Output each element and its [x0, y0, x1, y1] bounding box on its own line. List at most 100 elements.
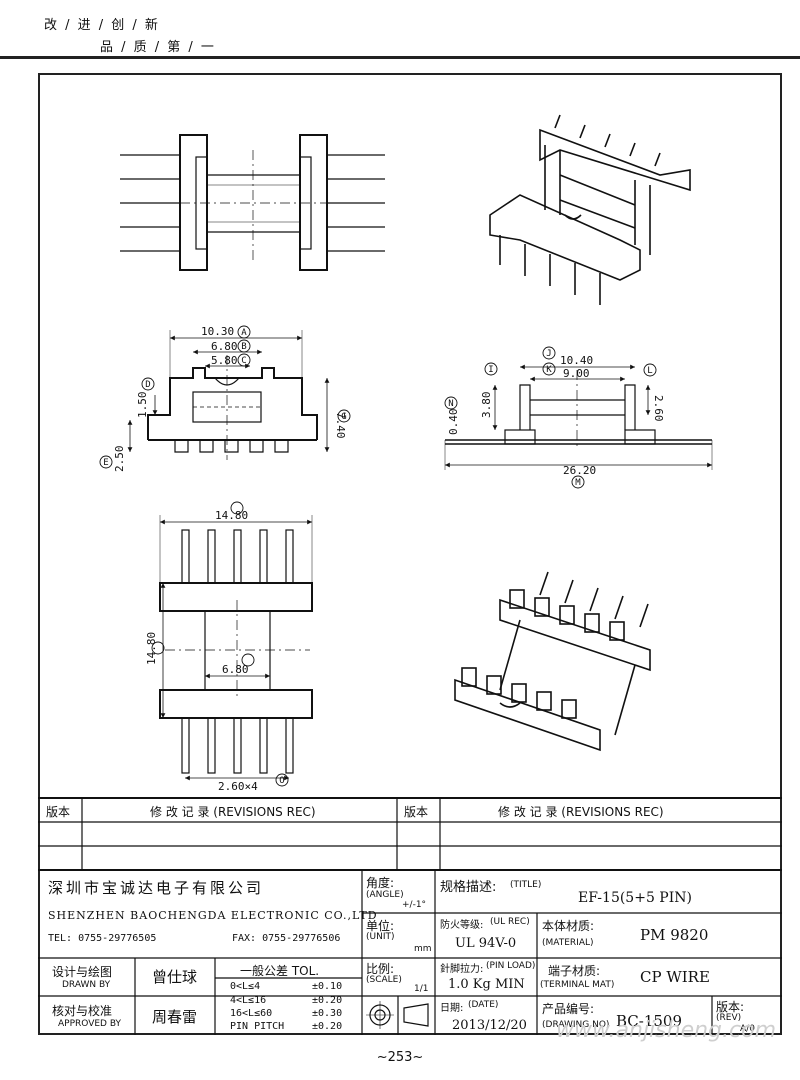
angle-label: 角度: [366, 876, 395, 890]
rev-col-record-left: 修 改 记 录 (REVISIONS REC) [150, 805, 316, 819]
marker-l: L [647, 366, 652, 376]
unit-label-en: (UNIT) [366, 932, 395, 942]
dim-b: 6.80 [211, 340, 238, 353]
dim-d: 1.50 [136, 392, 149, 419]
unit-value: mm [414, 944, 432, 954]
marker-a: A [241, 328, 247, 338]
top-view [120, 134, 385, 271]
marker-g: G [341, 412, 346, 422]
scale-label-en: (SCALE) [366, 975, 402, 985]
tol-value-3: ±0.30 [312, 1008, 343, 1019]
scale-value: 1/1 [414, 984, 429, 994]
tol-value-4: ±0.20 [312, 1021, 343, 1032]
angle-label-en: (ANGLE) [366, 890, 404, 900]
date-value: 2013/12/20 [452, 1018, 527, 1033]
watermark: www.anjisheng.com [555, 1018, 776, 1043]
marker-m: M [575, 478, 581, 488]
marker-d: D [145, 380, 150, 390]
page-number: ~253~ [376, 1050, 424, 1065]
marker-n: N [448, 399, 453, 409]
dim-height: 14.80 [145, 632, 158, 665]
dim-k: 9.00 [563, 367, 590, 380]
dim-j: 10.40 [560, 354, 593, 367]
unit-label: 单位: [366, 919, 395, 933]
approved-label-en: APPROVED BY [58, 1019, 122, 1029]
marker-b: B [241, 342, 246, 352]
drawing-label: 产品编号: [542, 1002, 595, 1016]
slogan-line-2: 品 / 质 / 第 / 一 [100, 40, 216, 55]
marker-i: I [488, 365, 493, 375]
rev-col-record-right: 修 改 记 录 (REVISIONS REC) [498, 805, 664, 819]
bottom-view [159, 515, 313, 781]
title-label-en: (TITLE) [510, 880, 542, 890]
approved-label: 核对与校准 [52, 1004, 113, 1018]
dim-pitch: 2.60×4 [218, 780, 258, 793]
slogan-line-1: 改 / 进 / 创 / 新 [44, 18, 160, 33]
marker-j: J [546, 349, 551, 359]
tol-range-3: 16<L≤60 [230, 1008, 273, 1019]
date-label-en: (DATE) [468, 1000, 499, 1010]
company-fax: FAX: 0755-29776506 [232, 933, 341, 944]
marker-e: E [103, 458, 108, 468]
tol-range-4: PIN PITCH [230, 1021, 285, 1032]
marker-o: O [279, 776, 284, 786]
revision-table [38, 797, 782, 871]
rev-col-version-right: 版本 [404, 805, 429, 819]
header-rule [0, 56, 800, 59]
tol-value-2: ±0.20 [312, 995, 343, 1006]
drawing-label-en: (DRAWING NO) [542, 1020, 610, 1030]
terminal-label-en: (TERMINAL MAT) [540, 980, 615, 990]
dim-l: 2.60 [652, 395, 665, 422]
ul-label-en: (UL REC) [490, 917, 530, 927]
title-value: EF-15(5+5 PIN) [578, 890, 692, 906]
title-label: 规格描述: [440, 880, 497, 895]
tol-range-2: 4<L≤16 [230, 995, 267, 1006]
drawing-frame [38, 73, 782, 1035]
dim-n: 0.40 [447, 409, 460, 436]
rev-value: A/0 [740, 1024, 755, 1034]
terminal-value: CP WIRE [640, 968, 710, 986]
circled-markers [99, 325, 657, 787]
title-block-grid [38, 870, 782, 1035]
company-tel: TEL: 0755-29776505 [48, 933, 157, 944]
ul-label: 防火等级: [440, 920, 484, 931]
dim-width: 14.80 [215, 509, 248, 522]
scale-label: 比例: [366, 962, 395, 976]
drawing-value: BC-1509 [616, 1012, 683, 1030]
dim-m: 26.20 [563, 464, 596, 477]
dim-a: 10.30 [201, 325, 234, 338]
company-en: SHENZHEN BAOCHENGDA ELECTRONIC CO.,LTD [48, 909, 378, 922]
isometric-view-bottom [454, 571, 651, 752]
side-view [444, 364, 713, 470]
drawn-value: 曾仕球 [152, 968, 198, 986]
dim-inner: 6.80 [222, 663, 249, 676]
dim-i: 3.80 [480, 392, 493, 419]
pinload-value: 1.0 Kg MIN [448, 977, 525, 992]
angle-value: +/-1° [402, 900, 427, 910]
dim-e: 2.50 [113, 446, 126, 473]
rev-label: 版本: [716, 1000, 745, 1014]
drawn-label: 设计与绘图 [52, 965, 113, 979]
drawn-label-en: DRAWN BY [62, 980, 111, 990]
material-label: 本体材质: [542, 919, 595, 933]
company-cn: 深圳市宝诚达电子有限公司 [48, 879, 265, 897]
pinload-label-en: (PIN LOAD) [486, 961, 536, 971]
date-label: 日期: [440, 1003, 464, 1014]
pinload-label: 針脚拉力: [440, 964, 484, 975]
dim-c: 5.80 [211, 354, 238, 367]
approved-value: 周春雷 [152, 1008, 198, 1026]
rev-label-en: (REV) [716, 1013, 742, 1023]
tol-range-1: 0<L≤4 [230, 981, 261, 992]
ul-value: UL 94V-0 [455, 936, 517, 951]
rev-col-version-left: 版本 [46, 805, 71, 819]
tolerance-title: 一般公差 TOL. [240, 964, 320, 978]
dim-g: 7.40 [334, 412, 347, 439]
isometric-view-top [489, 114, 691, 305]
marker-c: C [241, 356, 246, 366]
terminal-label: 端子材质: [548, 964, 601, 978]
material-label-en: (MATERIAL) [542, 938, 594, 948]
material-value: PM 9820 [640, 926, 709, 944]
tol-value-1: ±0.10 [312, 981, 343, 992]
front-view [127, 330, 330, 460]
